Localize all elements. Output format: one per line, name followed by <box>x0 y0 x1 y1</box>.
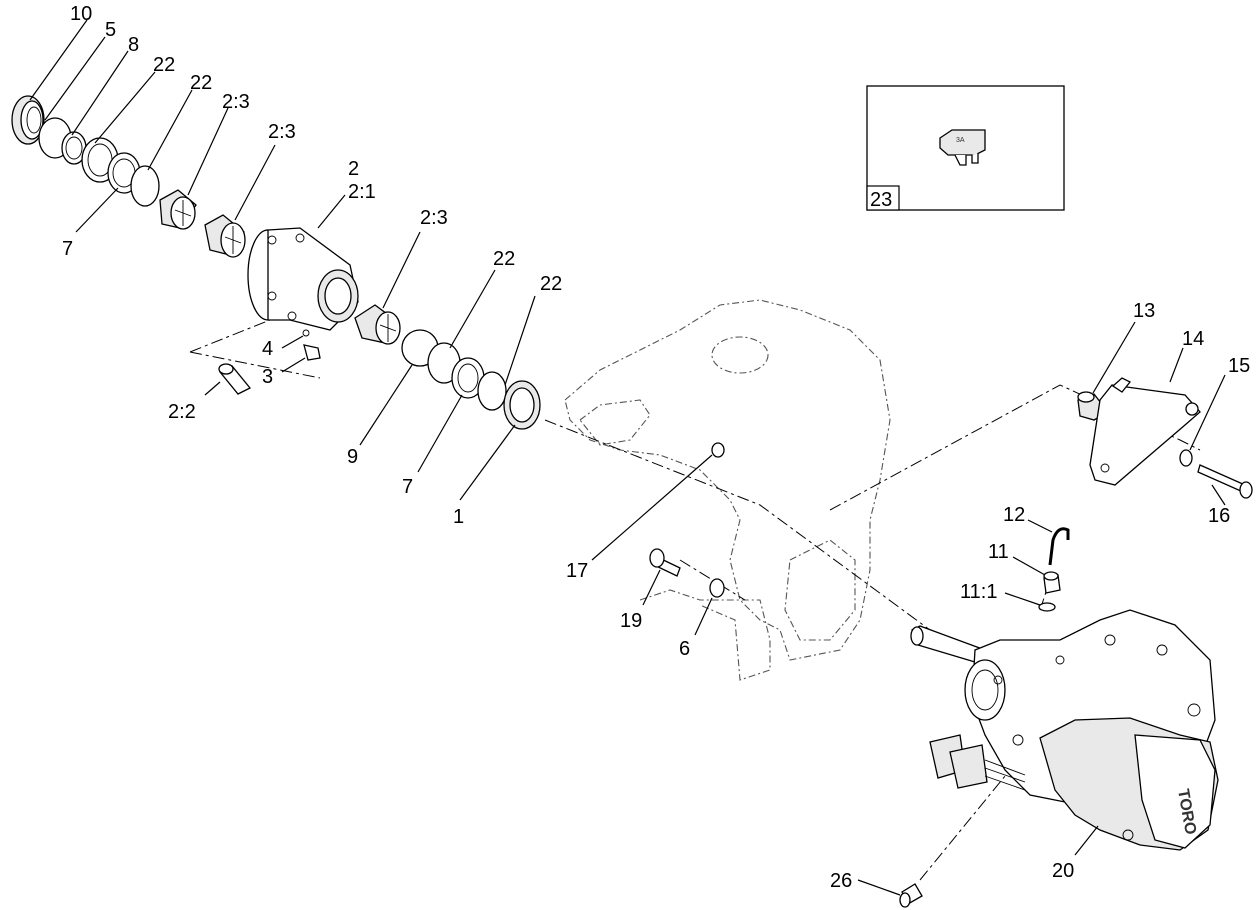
callout-2-3-a: 2:3 <box>222 91 250 113</box>
hose-12 <box>1048 527 1070 566</box>
callout-3: 3 <box>262 366 273 388</box>
o-ring-11-1 <box>1038 602 1056 612</box>
motor-20: TORO <box>910 609 1219 851</box>
plate-14 <box>1089 377 1201 486</box>
callout-9: 9 <box>347 446 358 468</box>
bearing-cone-c <box>354 304 401 345</box>
shim-22b <box>130 165 160 207</box>
callout-7-a: 7 <box>62 238 73 260</box>
washer-15 <box>1179 449 1193 467</box>
shim-7b <box>451 357 485 399</box>
ghost-frame-bracket <box>564 299 891 681</box>
callout-4: 4 <box>262 338 273 360</box>
callout-2: 2 <box>348 158 359 180</box>
callout-5: 5 <box>105 19 116 41</box>
bolt-16 <box>1197 464 1253 499</box>
inset-number: 23 <box>870 189 892 211</box>
callout-15: 15 <box>1228 355 1250 377</box>
screw-26 <box>899 883 923 908</box>
callout-2-2: 2:2 <box>168 401 196 423</box>
fuse-icon: 3A <box>939 129 986 166</box>
leader-lines <box>29 19 1226 896</box>
callout-14: 14 <box>1182 328 1204 350</box>
fitting-11 <box>1043 571 1061 594</box>
callout-22-c: 22 <box>493 248 515 270</box>
callout-17: 17 <box>566 560 588 582</box>
callout-22-a: 22 <box>153 54 175 76</box>
bolt-19 <box>649 548 681 577</box>
callout-11: 11 <box>988 541 1009 563</box>
callout-2-3-c: 2:3 <box>420 207 448 229</box>
washer-6 <box>709 578 725 598</box>
shim-22d <box>477 371 507 411</box>
fuse-rating: 3A <box>956 137 965 144</box>
grease-fitting-3 <box>302 329 321 361</box>
callout-20: 20 <box>1052 860 1074 882</box>
callout-22-b: 22 <box>190 72 212 94</box>
callout-16: 16 <box>1208 505 1230 527</box>
callout-6: 6 <box>679 638 690 660</box>
callout-2-1: 2:1 <box>348 181 376 203</box>
callout-11-1: 11:1 <box>960 581 997 603</box>
callouts: 10 5 8 22 22 2:3 2:3 2 2:1 7 2:3 22 22 4… <box>62 3 1250 892</box>
callout-8: 8 <box>128 34 139 56</box>
callout-13: 13 <box>1133 300 1155 322</box>
hub-2 <box>247 227 359 331</box>
callout-12: 12 <box>1003 504 1025 526</box>
stud-2-2 <box>218 363 252 395</box>
callout-2-3-b: 2:3 <box>268 121 296 143</box>
bearing-cone-b <box>204 214 246 258</box>
callout-10: 10 <box>70 3 92 25</box>
callout-7-b: 7 <box>402 476 413 498</box>
seal-1 <box>503 380 541 430</box>
seal-10 <box>11 95 45 145</box>
washer-17 <box>711 442 725 458</box>
inset-fuse-23: 23 3A <box>866 85 1065 211</box>
callout-22-d: 22 <box>540 273 562 295</box>
connector-harness <box>929 734 1026 791</box>
callout-26: 26 <box>830 870 852 892</box>
bearing-cone-a <box>159 189 197 230</box>
callout-19: 19 <box>620 610 642 632</box>
callout-1: 1 <box>453 506 464 528</box>
